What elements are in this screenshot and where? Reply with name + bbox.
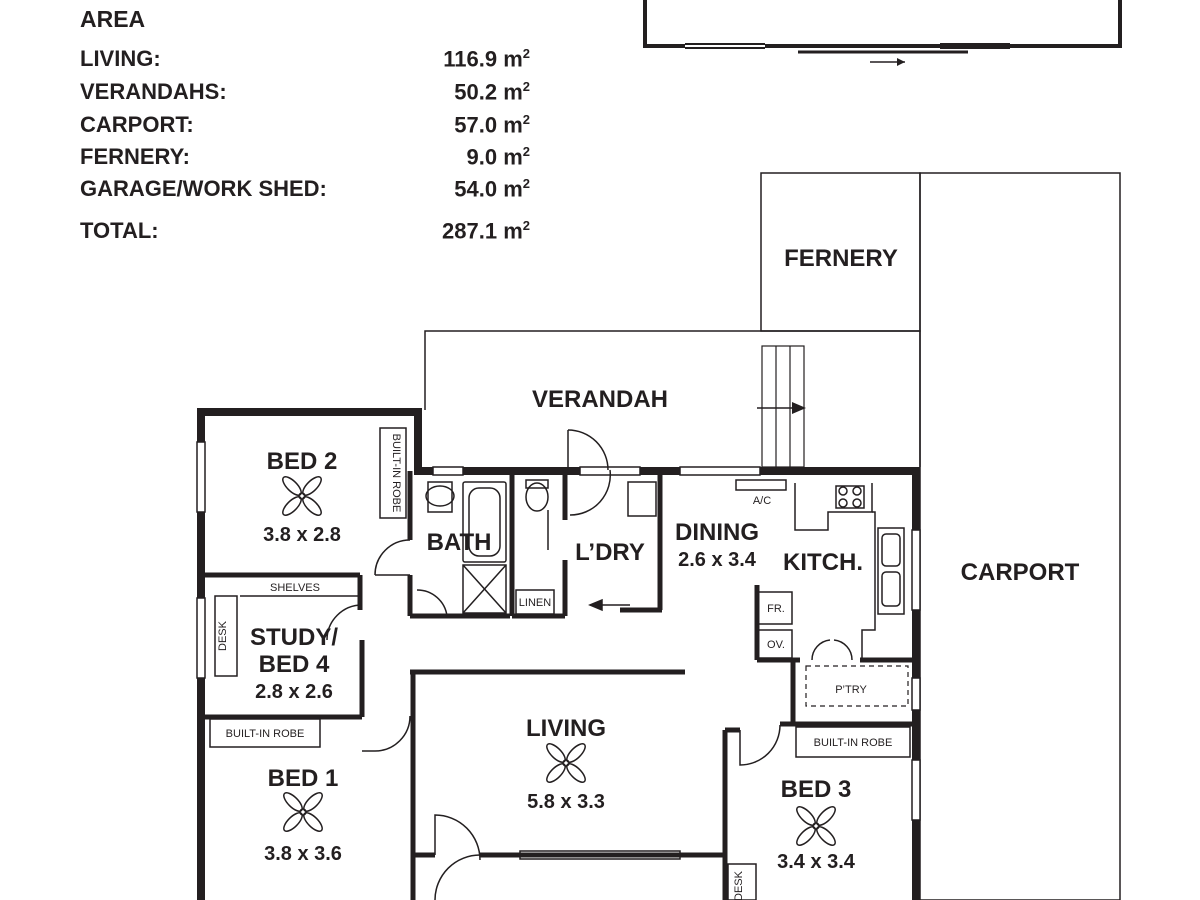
bed3-label: BED 3 xyxy=(781,776,852,803)
robe-bed2 xyxy=(379,427,407,519)
ceiling-fans xyxy=(282,476,836,846)
study-dims: 2.8 x 2.6 xyxy=(255,681,333,703)
kitchen-label: KITCH. xyxy=(783,549,863,576)
area-value: 9.0 m2 xyxy=(466,144,530,170)
desk-bed3-label: DESK xyxy=(733,870,745,900)
bed1-dims: 3.8 x 3.6 xyxy=(264,843,342,865)
bed1-label: BED 1 xyxy=(268,765,339,792)
oven-label: OV. xyxy=(767,639,785,651)
area-value: 54.0 m2 xyxy=(454,176,530,202)
kitchen-bench xyxy=(735,479,905,660)
study-label-line1: STUDY/ xyxy=(250,624,338,651)
pantry-label: P’TRY xyxy=(835,684,867,696)
verandah-outline xyxy=(424,330,921,467)
robe-bed3 xyxy=(795,726,911,758)
doors xyxy=(326,429,853,900)
robe-bed1 xyxy=(209,718,321,748)
garage-arrow-head xyxy=(897,58,905,66)
garage-outline xyxy=(643,0,1122,48)
interior-walls xyxy=(201,471,916,900)
fernery-label: FERNERY xyxy=(784,245,898,272)
robe-bed3-label: BUILT-IN ROBE xyxy=(814,737,893,749)
bed2-dims: 3.8 x 2.8 xyxy=(263,524,341,546)
area-label: LIVING: xyxy=(80,46,161,71)
dining-label: DINING xyxy=(675,519,759,546)
area-label: GARAGE/WORK SHED: xyxy=(80,176,327,201)
dining-dims: 2.6 x 3.4 xyxy=(678,549,757,571)
pantry-shelves xyxy=(805,665,909,707)
study-label-line2: BED 4 xyxy=(259,651,330,678)
bed2-label: BED 2 xyxy=(267,448,338,475)
area-value: 116.9 m2 xyxy=(443,46,530,72)
ac-label: A/C xyxy=(753,495,771,507)
area-value: 57.0 m2 xyxy=(454,112,530,138)
area-label: VERANDAHS: xyxy=(80,79,227,104)
desk-study xyxy=(214,595,238,677)
linen-label: LINEN xyxy=(519,597,551,609)
shelves-label: SHELVES xyxy=(270,582,320,594)
bath-fixtures xyxy=(425,479,657,615)
fridge-label: FR. xyxy=(767,603,785,615)
bed3-dims: 3.4 x 3.4 xyxy=(777,851,856,873)
area-label: CARPORT: xyxy=(80,112,194,137)
robe-bed1-label: BUILT-IN ROBE xyxy=(226,728,305,740)
bath-label: BATH xyxy=(427,529,492,556)
steps-arrow-head xyxy=(792,402,806,414)
living-label: LIVING xyxy=(526,715,606,742)
living-dims: 5.8 x 3.3 xyxy=(527,791,605,813)
verandah-label: VERANDAH xyxy=(532,386,668,413)
area-label: FERNERY: xyxy=(80,144,190,169)
carport-label: CARPORT xyxy=(961,559,1080,586)
area-total-label: TOTAL: xyxy=(80,218,159,243)
desk-bed3 xyxy=(727,863,757,900)
area-total-value: 287.1 m2 xyxy=(442,218,530,244)
robe-bed2-label: BUILT-IN ROBE xyxy=(390,434,402,513)
area-heading: AREA xyxy=(80,6,146,32)
desk-study-label: DESK xyxy=(217,620,229,651)
carport-outline xyxy=(919,172,1121,900)
laundry-label: L’DRY xyxy=(575,539,645,566)
area-value: 50.2 m2 xyxy=(454,79,530,105)
